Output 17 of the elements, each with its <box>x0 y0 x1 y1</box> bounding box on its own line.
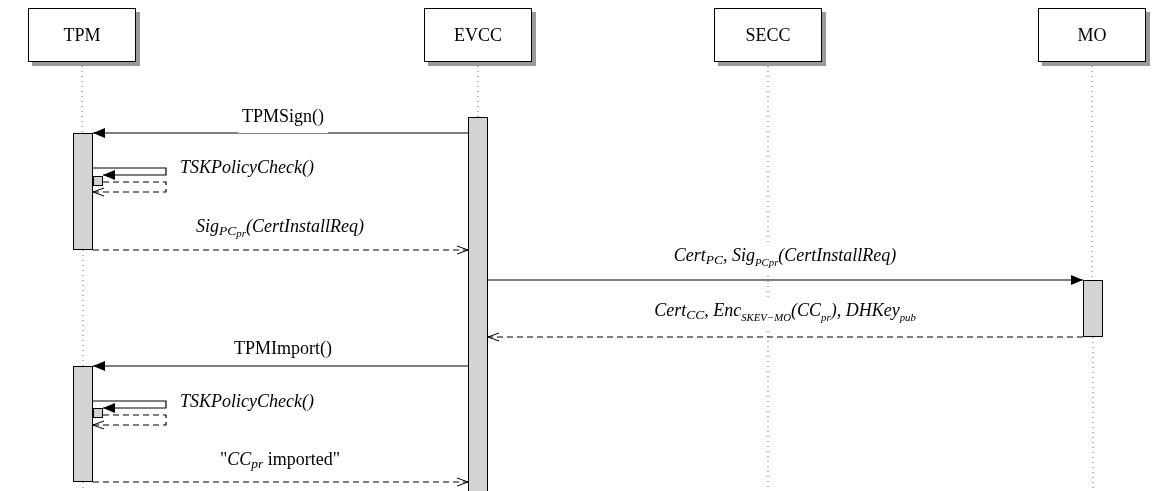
return-arrow <box>487 332 1084 342</box>
return-arrow <box>92 414 167 430</box>
activation-bar <box>93 176 103 186</box>
activation-bar <box>1083 280 1103 337</box>
return-arrow <box>92 181 167 197</box>
edge-label: TPMSign() <box>238 107 328 133</box>
return-arrow <box>92 245 469 255</box>
return-arrow <box>92 477 469 487</box>
message-arrow <box>92 400 167 413</box>
activation-bar <box>468 117 488 491</box>
message-arrow <box>487 275 1084 285</box>
message-arrow <box>92 361 469 371</box>
message-arrow <box>92 128 469 138</box>
activation-bar <box>73 366 93 482</box>
message-arrow <box>92 167 167 180</box>
activation-bar <box>93 408 103 418</box>
activation-bar <box>73 133 93 250</box>
